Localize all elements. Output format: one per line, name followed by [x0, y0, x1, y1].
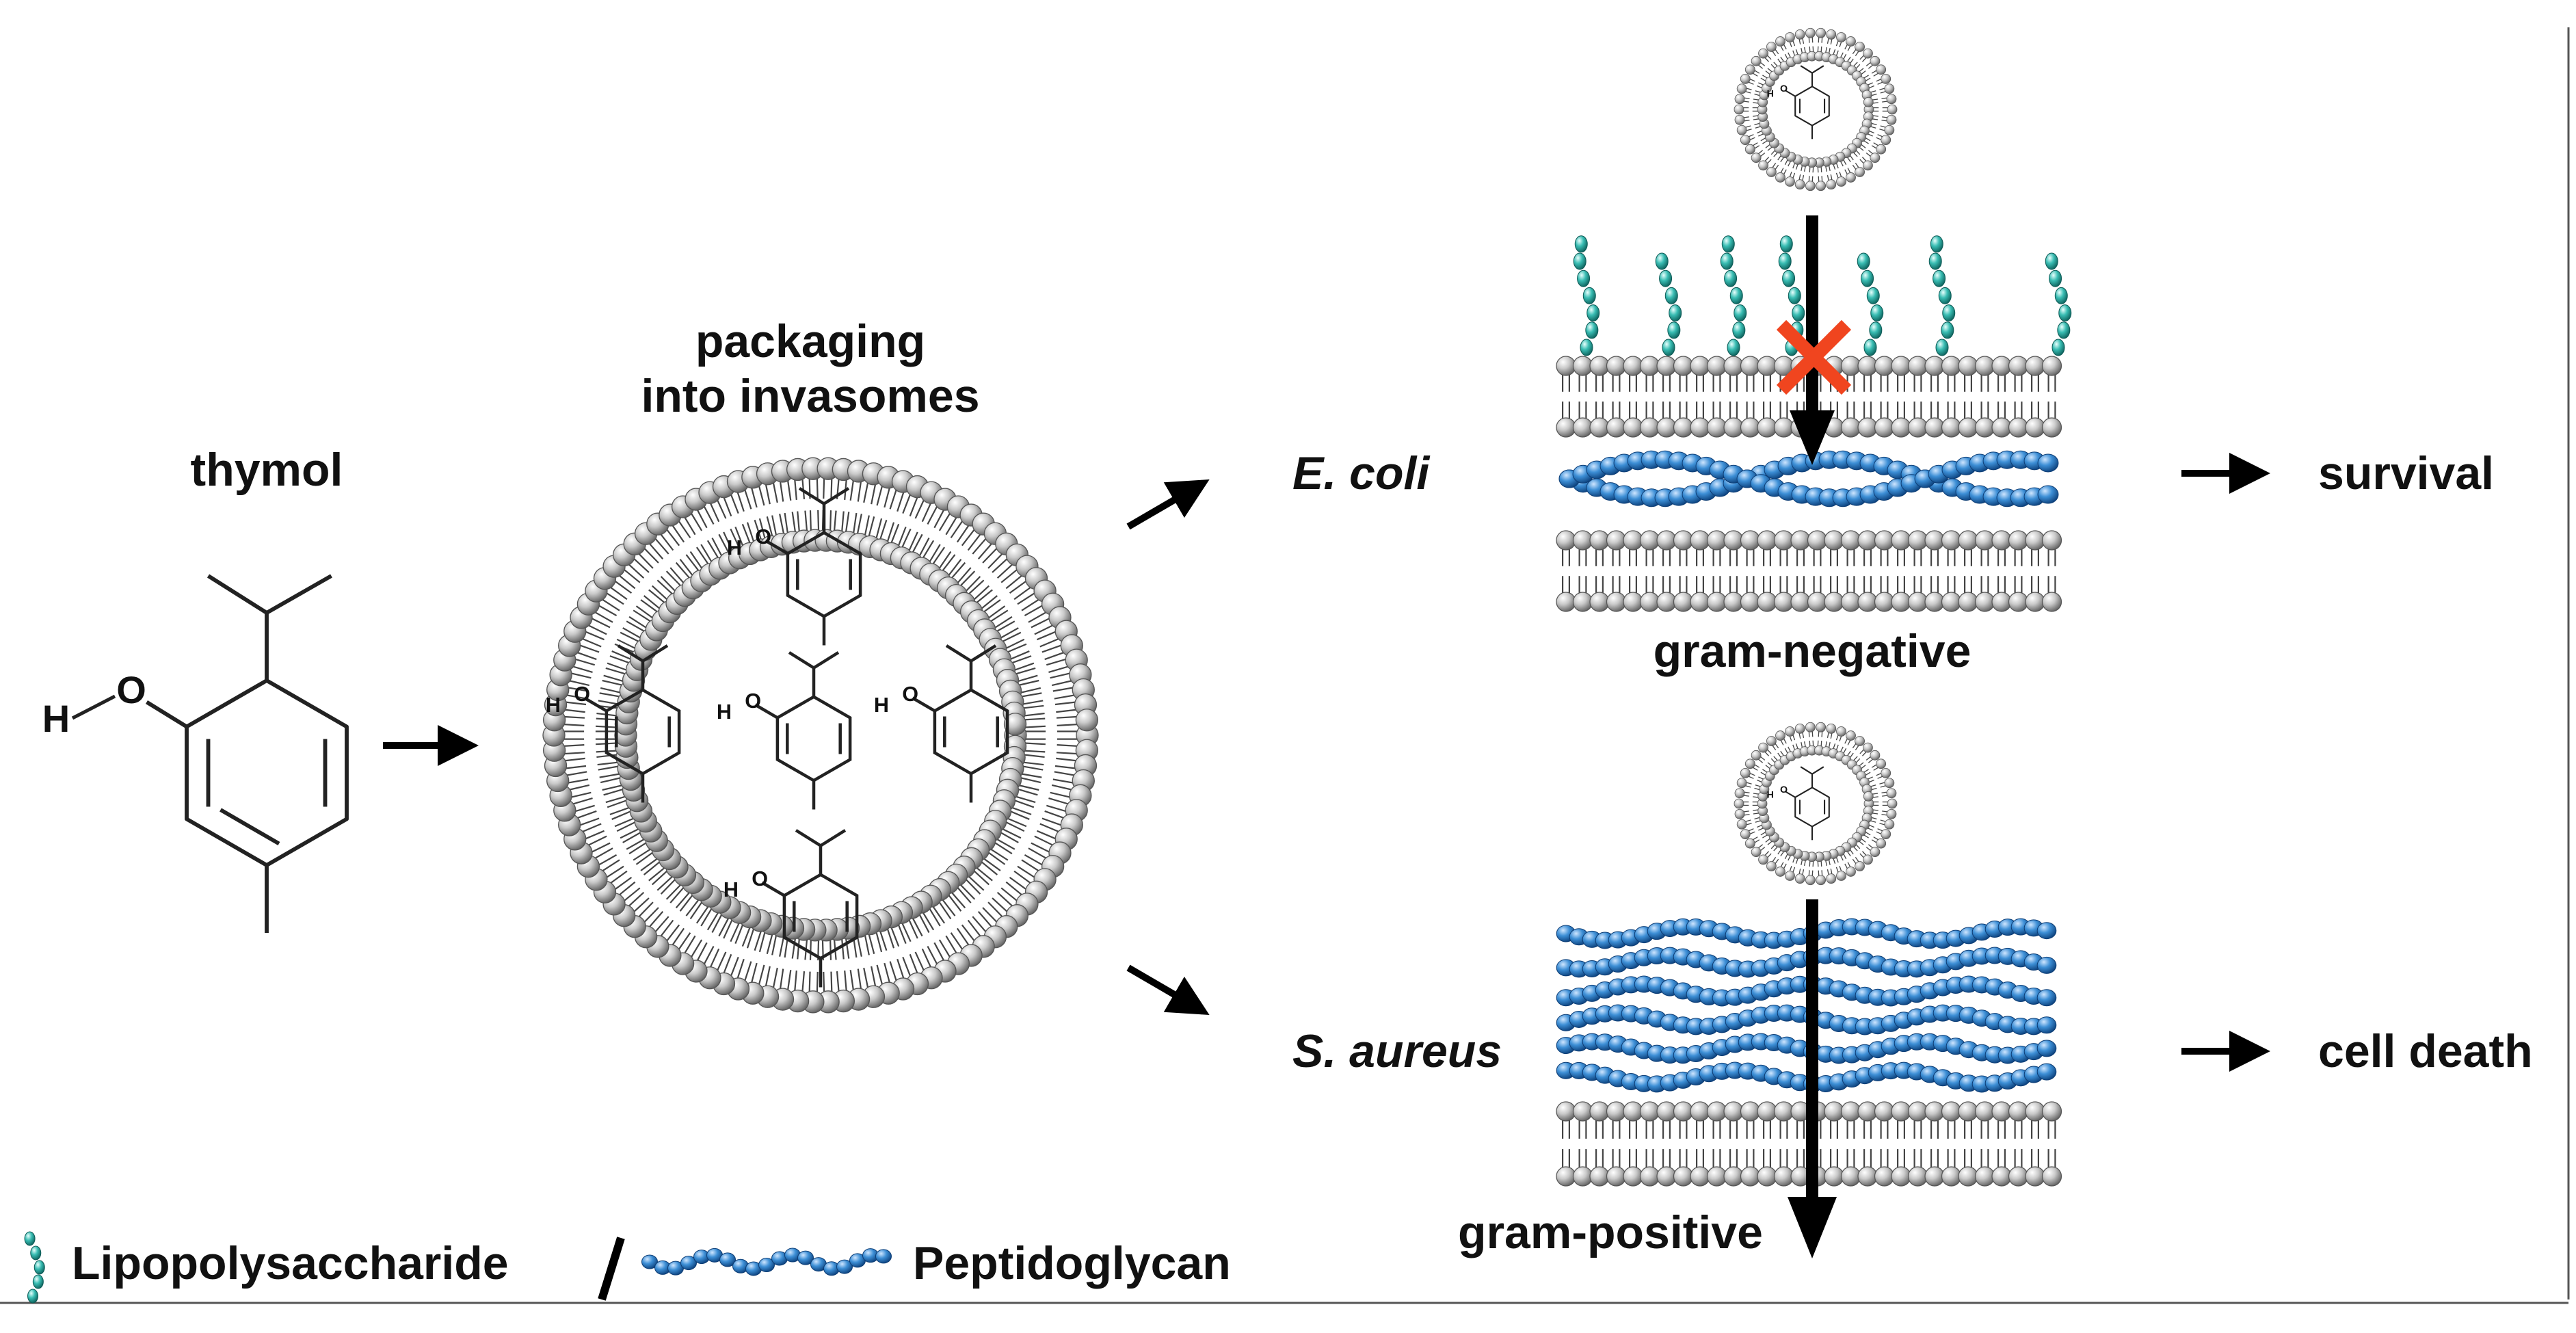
gram-positive-peptidoglycan-layers — [1556, 918, 2057, 1093]
legend-pg-label: Peptidoglycan — [913, 1237, 1231, 1289]
small-invasome-top — [1734, 27, 1898, 192]
invasome-bilayer — [542, 457, 1099, 1014]
penetration-arrowhead-e-coli — [1790, 410, 1835, 465]
legend-peptidoglycan-icon — [641, 1248, 892, 1276]
thymol-h-atom: H — [42, 697, 70, 740]
survival-label: survival — [2318, 447, 2494, 499]
thymol-in-invasome-center — [717, 652, 850, 810]
thymol-label: thymol — [191, 444, 343, 496]
invasome — [542, 457, 1099, 1014]
thymol-structure — [145, 574, 349, 933]
gram-negative-peptidoglycan — [1558, 450, 2059, 507]
arrow-to-e-coli — [1126, 479, 1210, 530]
gram-positive-membrane — [1556, 1101, 2062, 1187]
cell-death-label: cell death — [2318, 1025, 2533, 1077]
legend: Lipopolysaccharide Peptidoglycan — [24, 1231, 1231, 1304]
gram-negative-label: gram-negative — [1654, 625, 1971, 677]
gram-positive-label: gram-positive — [1458, 1206, 1763, 1258]
packaging-label-line1: packaging — [695, 315, 925, 367]
packaging-label-line2: into invasomes — [641, 370, 979, 422]
arrow-to-s-aureus — [1126, 964, 1210, 1016]
thymol-o-atom: O — [116, 668, 146, 711]
penetration-arrowhead-s-aureus — [1788, 1197, 1837, 1258]
gram-negative-inner-membrane — [1556, 530, 2062, 612]
blocked-x-mark — [1776, 319, 1852, 395]
e-coli-label: E. coli — [1292, 447, 1431, 499]
thymol-in-invasome-right — [874, 646, 1007, 803]
thymol-oh-bond — [71, 694, 116, 720]
lipopolysaccharide-chains — [1573, 235, 2072, 356]
legend-separator — [598, 1237, 625, 1301]
s-aureus-label: S. aureus — [1292, 1025, 1502, 1077]
legend-lps-icon — [24, 1231, 45, 1304]
legend-lps-label: Lipopolysaccharide — [72, 1237, 509, 1289]
small-invasome-bottom — [1734, 722, 1898, 886]
thymol-in-invasome-top — [727, 488, 860, 646]
